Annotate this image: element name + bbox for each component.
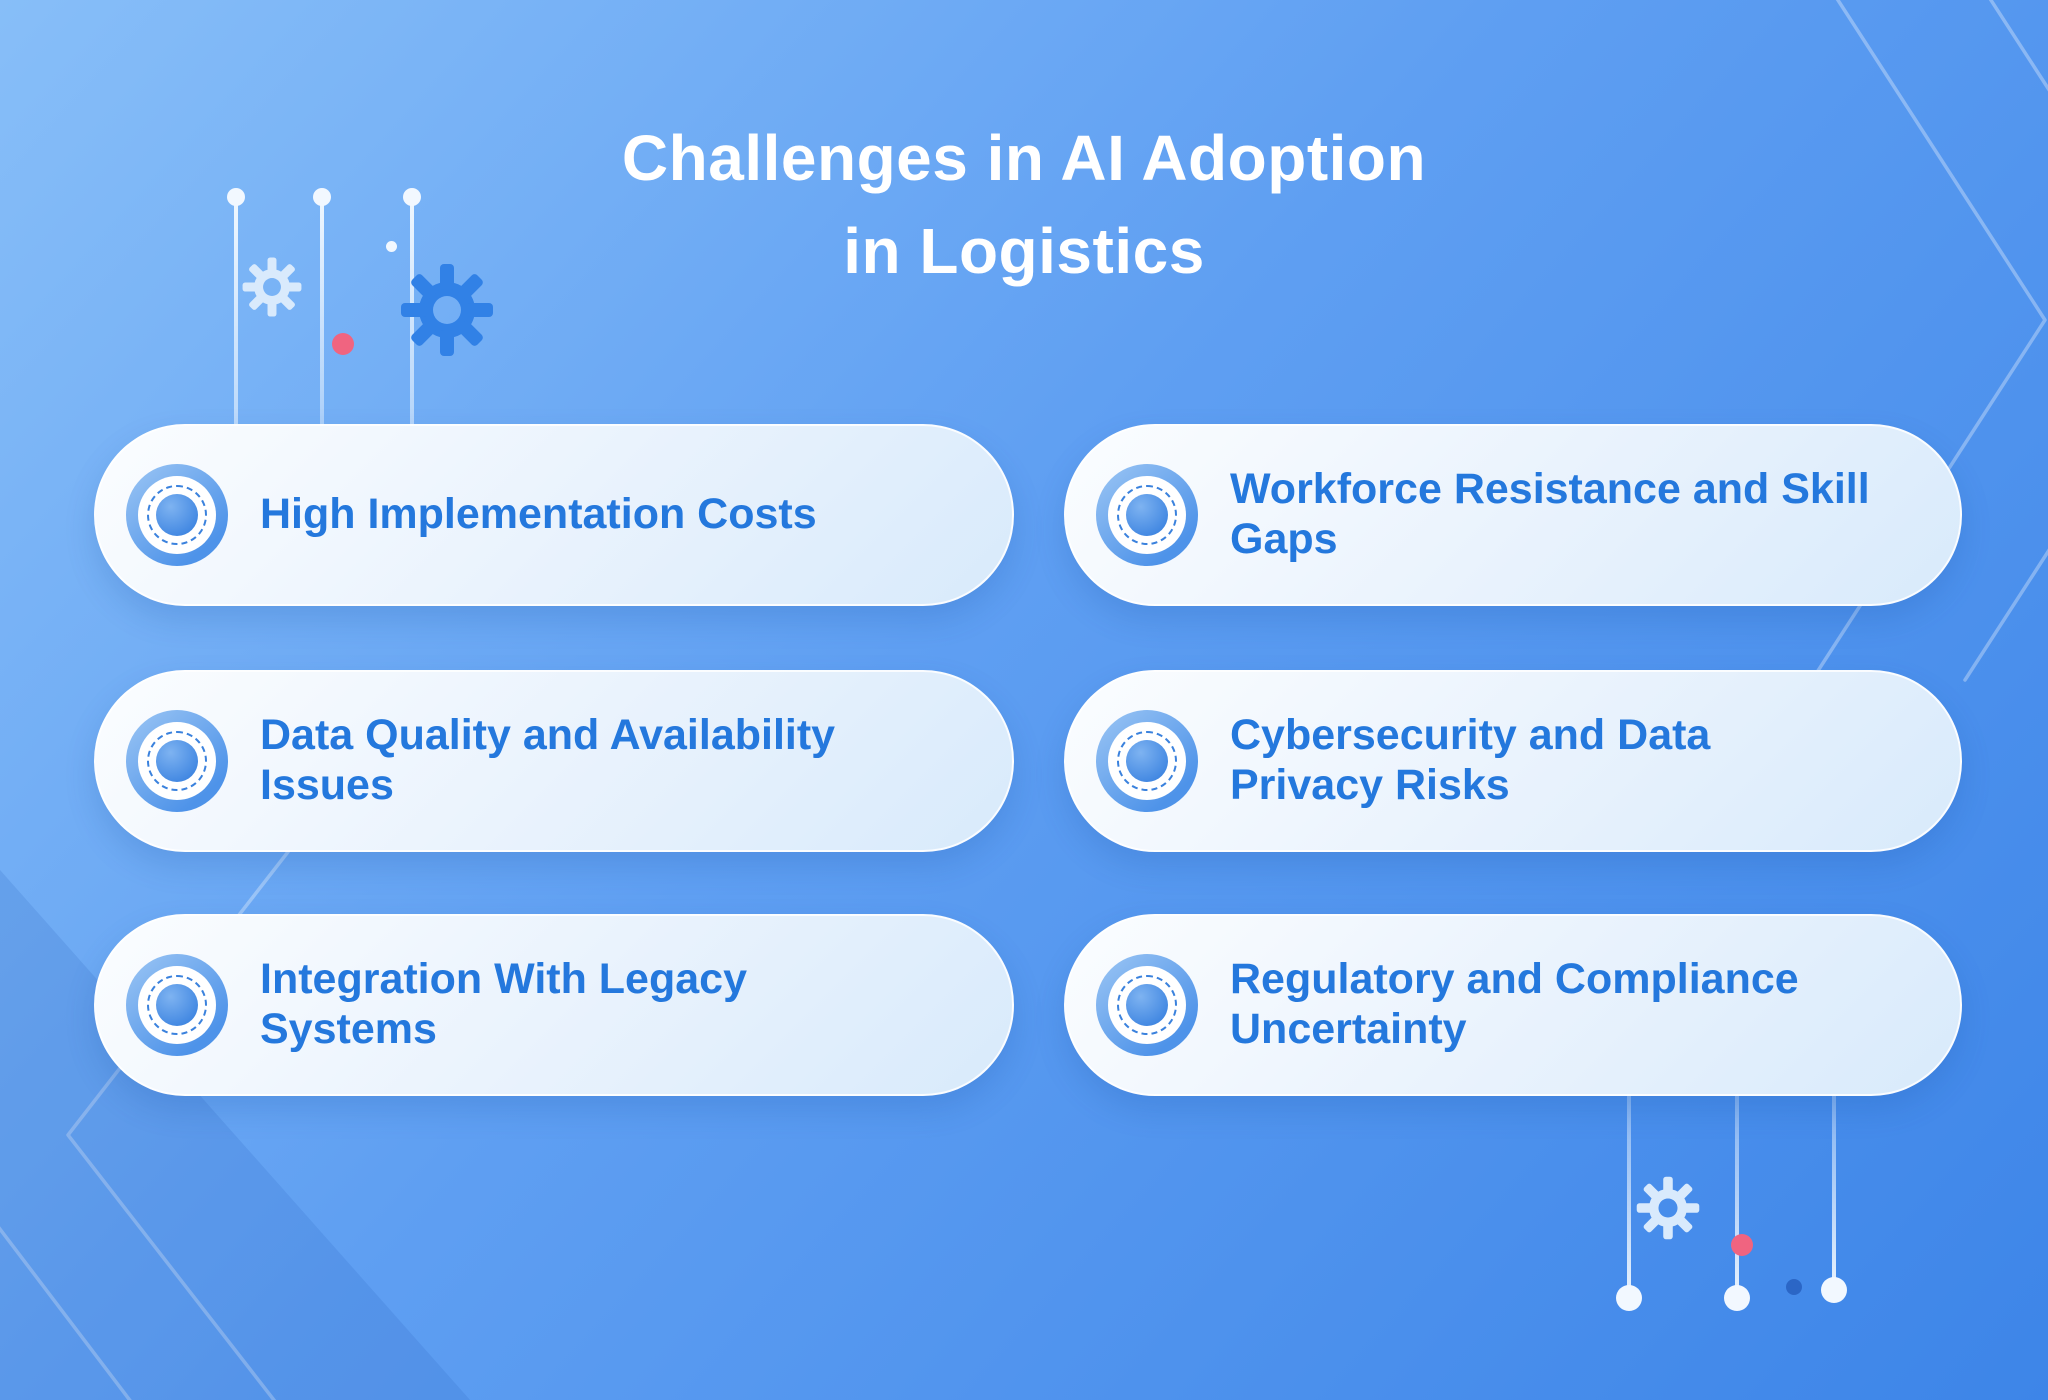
ornament-dot xyxy=(1821,1277,1847,1303)
target-icon xyxy=(126,954,228,1056)
target-icon xyxy=(1096,464,1198,566)
challenge-label: Regulatory and Compliance Uncertainty xyxy=(1230,955,1799,1053)
ornament-line xyxy=(320,197,324,477)
ornament-line xyxy=(1735,1090,1739,1296)
target-icon xyxy=(1096,710,1198,812)
ornament-line xyxy=(1627,1090,1631,1296)
ornament-dot xyxy=(1616,1285,1642,1311)
page-title: Challenges in AI Adoption in Logistics xyxy=(0,112,2048,298)
ornament-dot xyxy=(313,188,331,206)
challenge-card-cybersecurity: Cybersecurity and Data Privacy Risks xyxy=(1064,670,1962,852)
target-icon xyxy=(1096,954,1198,1056)
ornament-line xyxy=(410,197,414,527)
challenge-card-data-quality: Data Quality and Availability Issues xyxy=(94,670,1014,852)
challenge-card-regulatory: Regulatory and Compliance Uncertainty xyxy=(1064,914,1962,1096)
page-title-line1: Challenges in AI Adoption xyxy=(621,122,1427,194)
gear-icon xyxy=(1634,1174,1702,1242)
ornament-dot-small xyxy=(386,241,397,252)
ornament-line xyxy=(1832,1090,1836,1286)
target-icon xyxy=(126,710,228,812)
ornament-dot xyxy=(403,188,421,206)
ornament-dot xyxy=(227,188,245,206)
challenge-label: Integration With Legacy Systems xyxy=(260,955,747,1053)
page-title-line2: in Logistics xyxy=(843,214,1205,287)
pink-dot-accent xyxy=(1731,1234,1753,1256)
challenge-label: High Implementation Costs xyxy=(260,490,817,539)
challenge-label: Cybersecurity and Data Privacy Risks xyxy=(1230,711,1711,809)
ornament-line xyxy=(234,197,238,557)
challenge-card-workforce-resistance: Workforce Resistance and Skill Gaps xyxy=(1064,424,1962,606)
pink-dot-accent xyxy=(332,333,354,355)
target-icon xyxy=(126,464,228,566)
challenge-card-legacy-systems: Integration With Legacy Systems xyxy=(94,914,1014,1096)
blue-dot-accent xyxy=(1786,1279,1802,1295)
challenge-label: Workforce Resistance and Skill Gaps xyxy=(1230,465,1870,563)
ornament-dot xyxy=(1724,1285,1750,1311)
challenge-label: Data Quality and Availability Issues xyxy=(260,711,836,809)
challenge-card-high-implementation-costs: High Implementation Costs xyxy=(94,424,1014,606)
